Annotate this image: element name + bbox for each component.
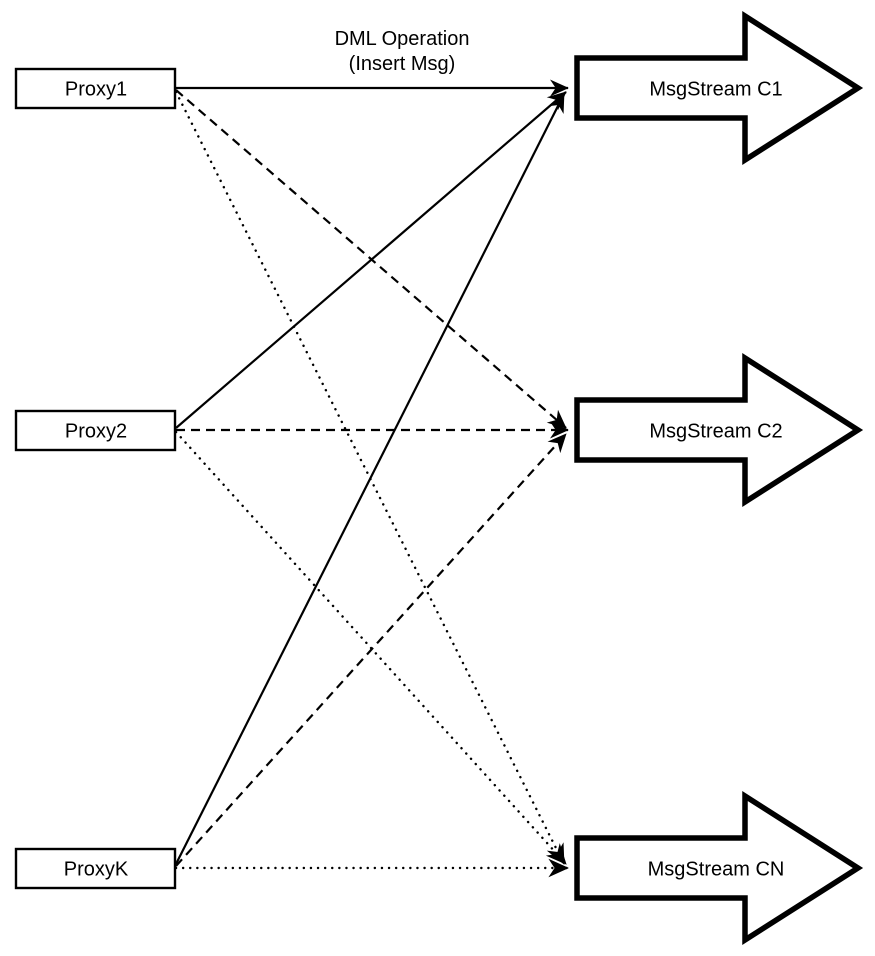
proxy-node-proxyk[interactable]: ProxyK [14,847,177,890]
stream-node-c1[interactable]: MsgStream C1 [574,10,864,166]
edge-group-proxyk [174,93,570,878]
msgstream-c1-label: MsgStream C1 [649,78,782,100]
edge-proxyk-to-c2 [175,433,567,867]
stream-node-c2[interactable]: MsgStream C2 [574,352,864,508]
msgstream-c1-arrow-shape[interactable] [574,10,864,166]
edge-proxy2-to-cn [174,430,568,866]
msgstream-cn-label: MsgStream CN [648,858,785,880]
proxy2-box[interactable] [14,409,177,452]
msgstream-cn-arrow-shape[interactable] [574,790,864,946]
proxy1-box[interactable] [14,67,177,110]
edge-label-dml-operation: DML Operation (Insert Msg) [335,28,470,75]
edge-proxyk-to-c1 [175,93,565,865]
proxy-node-proxy1[interactable]: Proxy1 [14,67,177,110]
edge-proxy2-to-c1 [175,91,567,429]
proxyk-label: ProxyK [64,858,129,880]
proxyk-box[interactable] [14,847,177,890]
proxy2-label: Proxy2 [65,420,127,442]
edge-label-line-1: DML Operation [335,28,470,50]
msgstream-c2-arrow-shape[interactable] [574,352,864,508]
edge-group-proxy2 [174,91,569,866]
proxy-node-proxy2[interactable]: Proxy2 [14,409,177,452]
proxy1-label: Proxy1 [65,78,127,100]
msgstream-c2-label: MsgStream C2 [649,420,782,442]
stream-node-cn[interactable]: MsgStream CN [574,790,864,946]
edge-label-line-2: (Insert Msg) [349,53,456,75]
